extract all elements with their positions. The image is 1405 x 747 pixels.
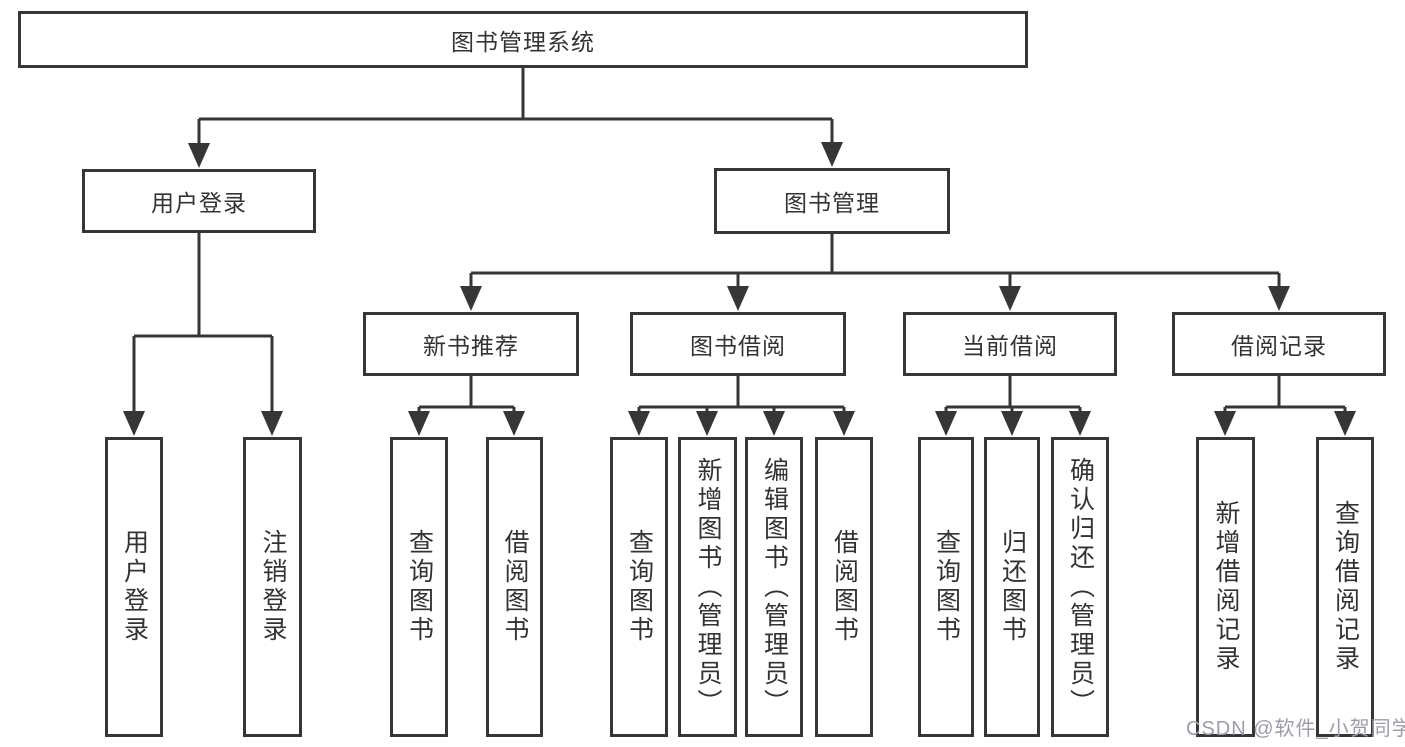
node-user-login-label: 用户登录 — [151, 190, 247, 216]
arrowhead — [1001, 411, 1023, 436]
arrowhead — [833, 411, 855, 436]
leaf-confirm-return-admin: 确认归还（管理员） — [1051, 437, 1109, 737]
leaf-add-borrow-record-label: 新增借阅记录 — [1212, 500, 1240, 674]
arrowhead — [1268, 286, 1290, 311]
leaf-add-books-admin-label: 新增图书（管理员） — [694, 456, 722, 718]
leaf-user-login: 用户登录 — [105, 437, 163, 737]
leaf-query-books-current: 查询图书 — [918, 437, 974, 737]
node-book-management-label: 图书管理 — [784, 190, 880, 216]
leaf-user-login-label: 用户登录 — [120, 529, 149, 645]
leaf-return-books-label: 归还图书 — [998, 529, 1027, 645]
node-borrowing-records: 借阅记录 — [1172, 312, 1386, 376]
arrowhead — [727, 286, 749, 311]
node-root: 图书管理系统 — [18, 11, 1028, 68]
arrowhead — [821, 142, 843, 167]
arrowhead — [1069, 411, 1091, 436]
arrowhead — [123, 411, 145, 436]
leaf-query-borrow-record-label: 查询借阅记录 — [1331, 500, 1360, 674]
leaf-borrow-books-recommend: 借阅图书 — [486, 437, 543, 737]
leaf-borrow-books-label: 借阅图书 — [830, 529, 859, 645]
arrowhead — [1214, 411, 1236, 436]
watermark: CSDN @软件_小贺同学 — [1186, 718, 1405, 740]
leaf-logout-label: 注销登录 — [259, 529, 287, 645]
node-current-borrowing-label: 当前借阅 — [962, 333, 1058, 359]
node-new-book-recommendation-label: 新书推荐 — [423, 333, 519, 359]
arrowhead — [188, 143, 210, 168]
leaf-add-books-admin: 新增图书（管理员） — [678, 437, 737, 737]
leaf-borrow-books-recommend-label: 借阅图书 — [501, 529, 529, 645]
leaf-return-books: 归还图书 — [984, 437, 1040, 737]
arrowhead — [503, 411, 525, 436]
leaf-query-books-borrow: 查询图书 — [610, 437, 668, 737]
node-current-borrowing: 当前借阅 — [903, 312, 1117, 376]
arrowhead — [460, 286, 482, 311]
node-borrowing-records-label: 借阅记录 — [1231, 333, 1327, 359]
node-root-label: 图书管理系统 — [451, 28, 595, 55]
leaf-query-borrow-record: 查询借阅记录 — [1316, 437, 1374, 737]
arrowhead — [628, 411, 650, 436]
leaf-query-books-recommend-label: 查询图书 — [405, 529, 434, 645]
leaf-logout: 注销登录 — [243, 437, 302, 737]
leaf-query-books-current-label: 查询图书 — [932, 529, 961, 645]
arrowhead — [408, 411, 430, 436]
leaf-edit-books-admin: 编辑图书（管理员） — [745, 437, 803, 737]
node-user-login: 用户登录 — [82, 169, 316, 233]
node-book-borrowing-label: 图书借阅 — [690, 333, 786, 359]
leaf-query-books-borrow-label: 查询图书 — [625, 529, 654, 645]
arrowhead — [763, 411, 785, 436]
node-new-book-recommendation: 新书推荐 — [363, 312, 579, 376]
arrowhead — [935, 411, 957, 436]
leaf-query-books-recommend: 查询图书 — [390, 437, 448, 737]
leaf-borrow-books: 借阅图书 — [815, 437, 873, 737]
node-book-management: 图书管理 — [714, 168, 950, 234]
arrowhead — [999, 286, 1021, 311]
arrowhead — [1334, 411, 1356, 436]
leaf-add-borrow-record: 新增借阅记录 — [1196, 437, 1255, 737]
arrowhead — [261, 411, 283, 436]
arrowhead — [696, 411, 718, 436]
node-book-borrowing: 图书借阅 — [630, 312, 846, 376]
leaf-confirm-return-admin-label: 确认归还（管理员） — [1066, 456, 1095, 718]
leaf-edit-books-admin-label: 编辑图书（管理员） — [760, 456, 789, 718]
